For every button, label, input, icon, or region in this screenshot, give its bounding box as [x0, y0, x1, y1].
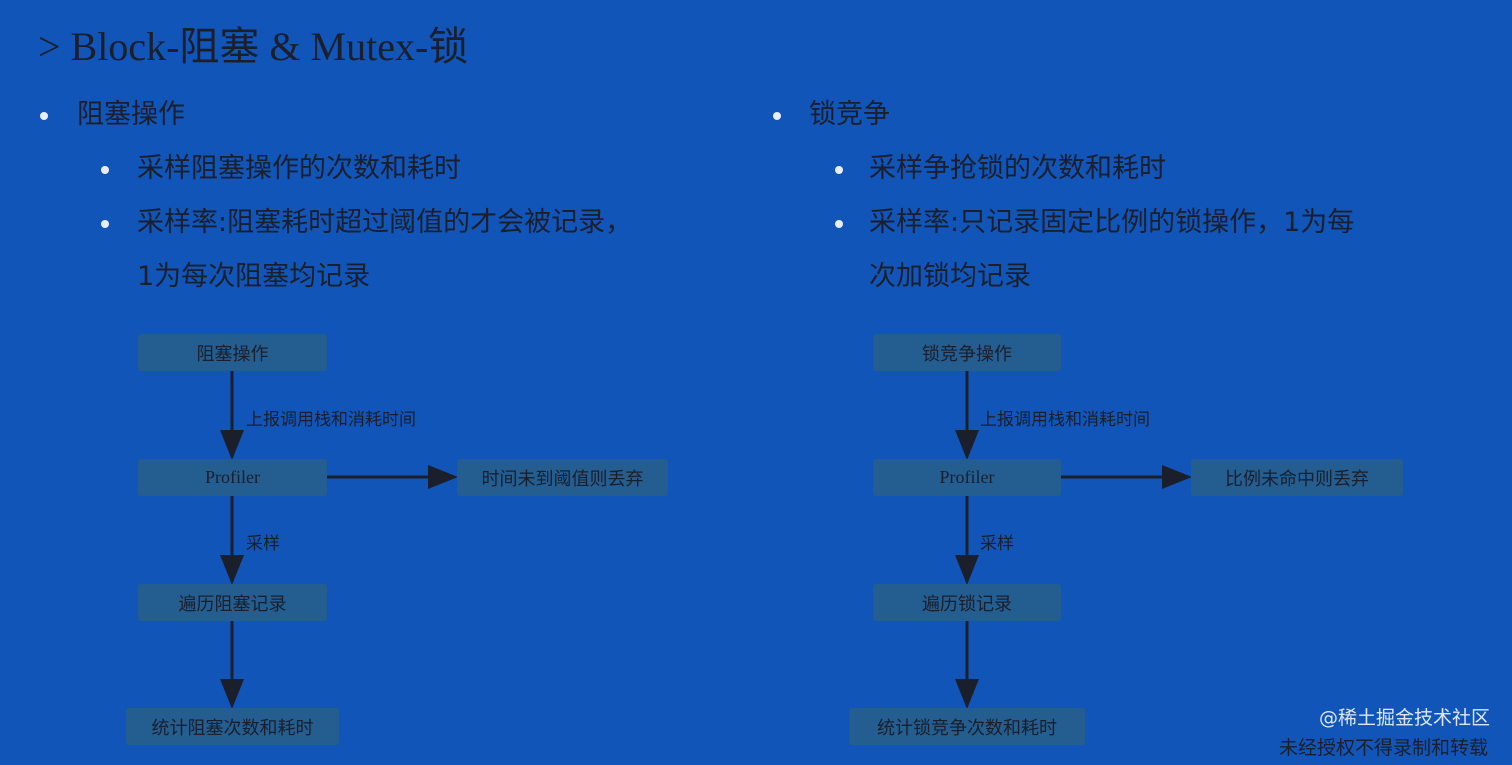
left-flow-iterate: 遍历阻塞记录: [138, 584, 327, 621]
right-heading: 锁竞争: [809, 99, 890, 130]
bullet-dot: [835, 166, 843, 174]
right-flow-edge1-label: 上报调用栈和消耗时间: [980, 410, 1150, 430]
watermark-site: @稀土掘金技术社区: [1318, 707, 1490, 729]
right-bullet-1: 采样争抢锁的次数和耗时: [869, 153, 1166, 184]
bullet-dot: [101, 166, 109, 174]
slide-title: > Block-阻塞 & Mutex-锁: [38, 24, 469, 69]
right-flow-iterate: 遍历锁记录: [873, 584, 1061, 621]
bullet-dot: [773, 112, 781, 120]
right-flow-profiler: Profiler: [873, 459, 1061, 496]
left-flow-edge2-label: 采样: [246, 534, 280, 554]
bullet-dot: [101, 220, 109, 228]
right-bullet-2: 采样率:只记录固定比例的锁操作，1为每: [869, 207, 1355, 238]
right-flow-discard: 比例未命中则丢弃: [1191, 459, 1403, 496]
left-flow-start: 阻塞操作: [138, 334, 327, 371]
left-flow-discard: 时间未到阈值则丢弃: [457, 459, 668, 496]
left-bullet-1: 采样阻塞操作的次数和耗时: [137, 153, 461, 184]
right-bullet-2-cont: 次加锁均记录: [869, 261, 1031, 292]
watermark-notice: 未经授权不得录制和转载: [1278, 737, 1488, 759]
right-flow-start: 锁竞争操作: [873, 334, 1061, 371]
left-heading: 阻塞操作: [77, 99, 185, 130]
bullet-dot: [40, 112, 48, 120]
bullet-dot: [835, 220, 843, 228]
right-flow-stats: 统计锁竞争次数和耗时: [849, 708, 1085, 745]
left-flow-stats: 统计阻塞次数和耗时: [126, 708, 339, 745]
left-flow-profiler: Profiler: [138, 459, 327, 496]
right-flow-edge2-label: 采样: [980, 534, 1014, 554]
left-bullet-2-cont: 1为每次阻塞均记录: [137, 261, 371, 292]
left-bullet-2: 采样率:阻塞耗时超过阈值的才会被记录，: [137, 207, 633, 238]
left-flow-edge1-label: 上报调用栈和消耗时间: [246, 410, 416, 430]
